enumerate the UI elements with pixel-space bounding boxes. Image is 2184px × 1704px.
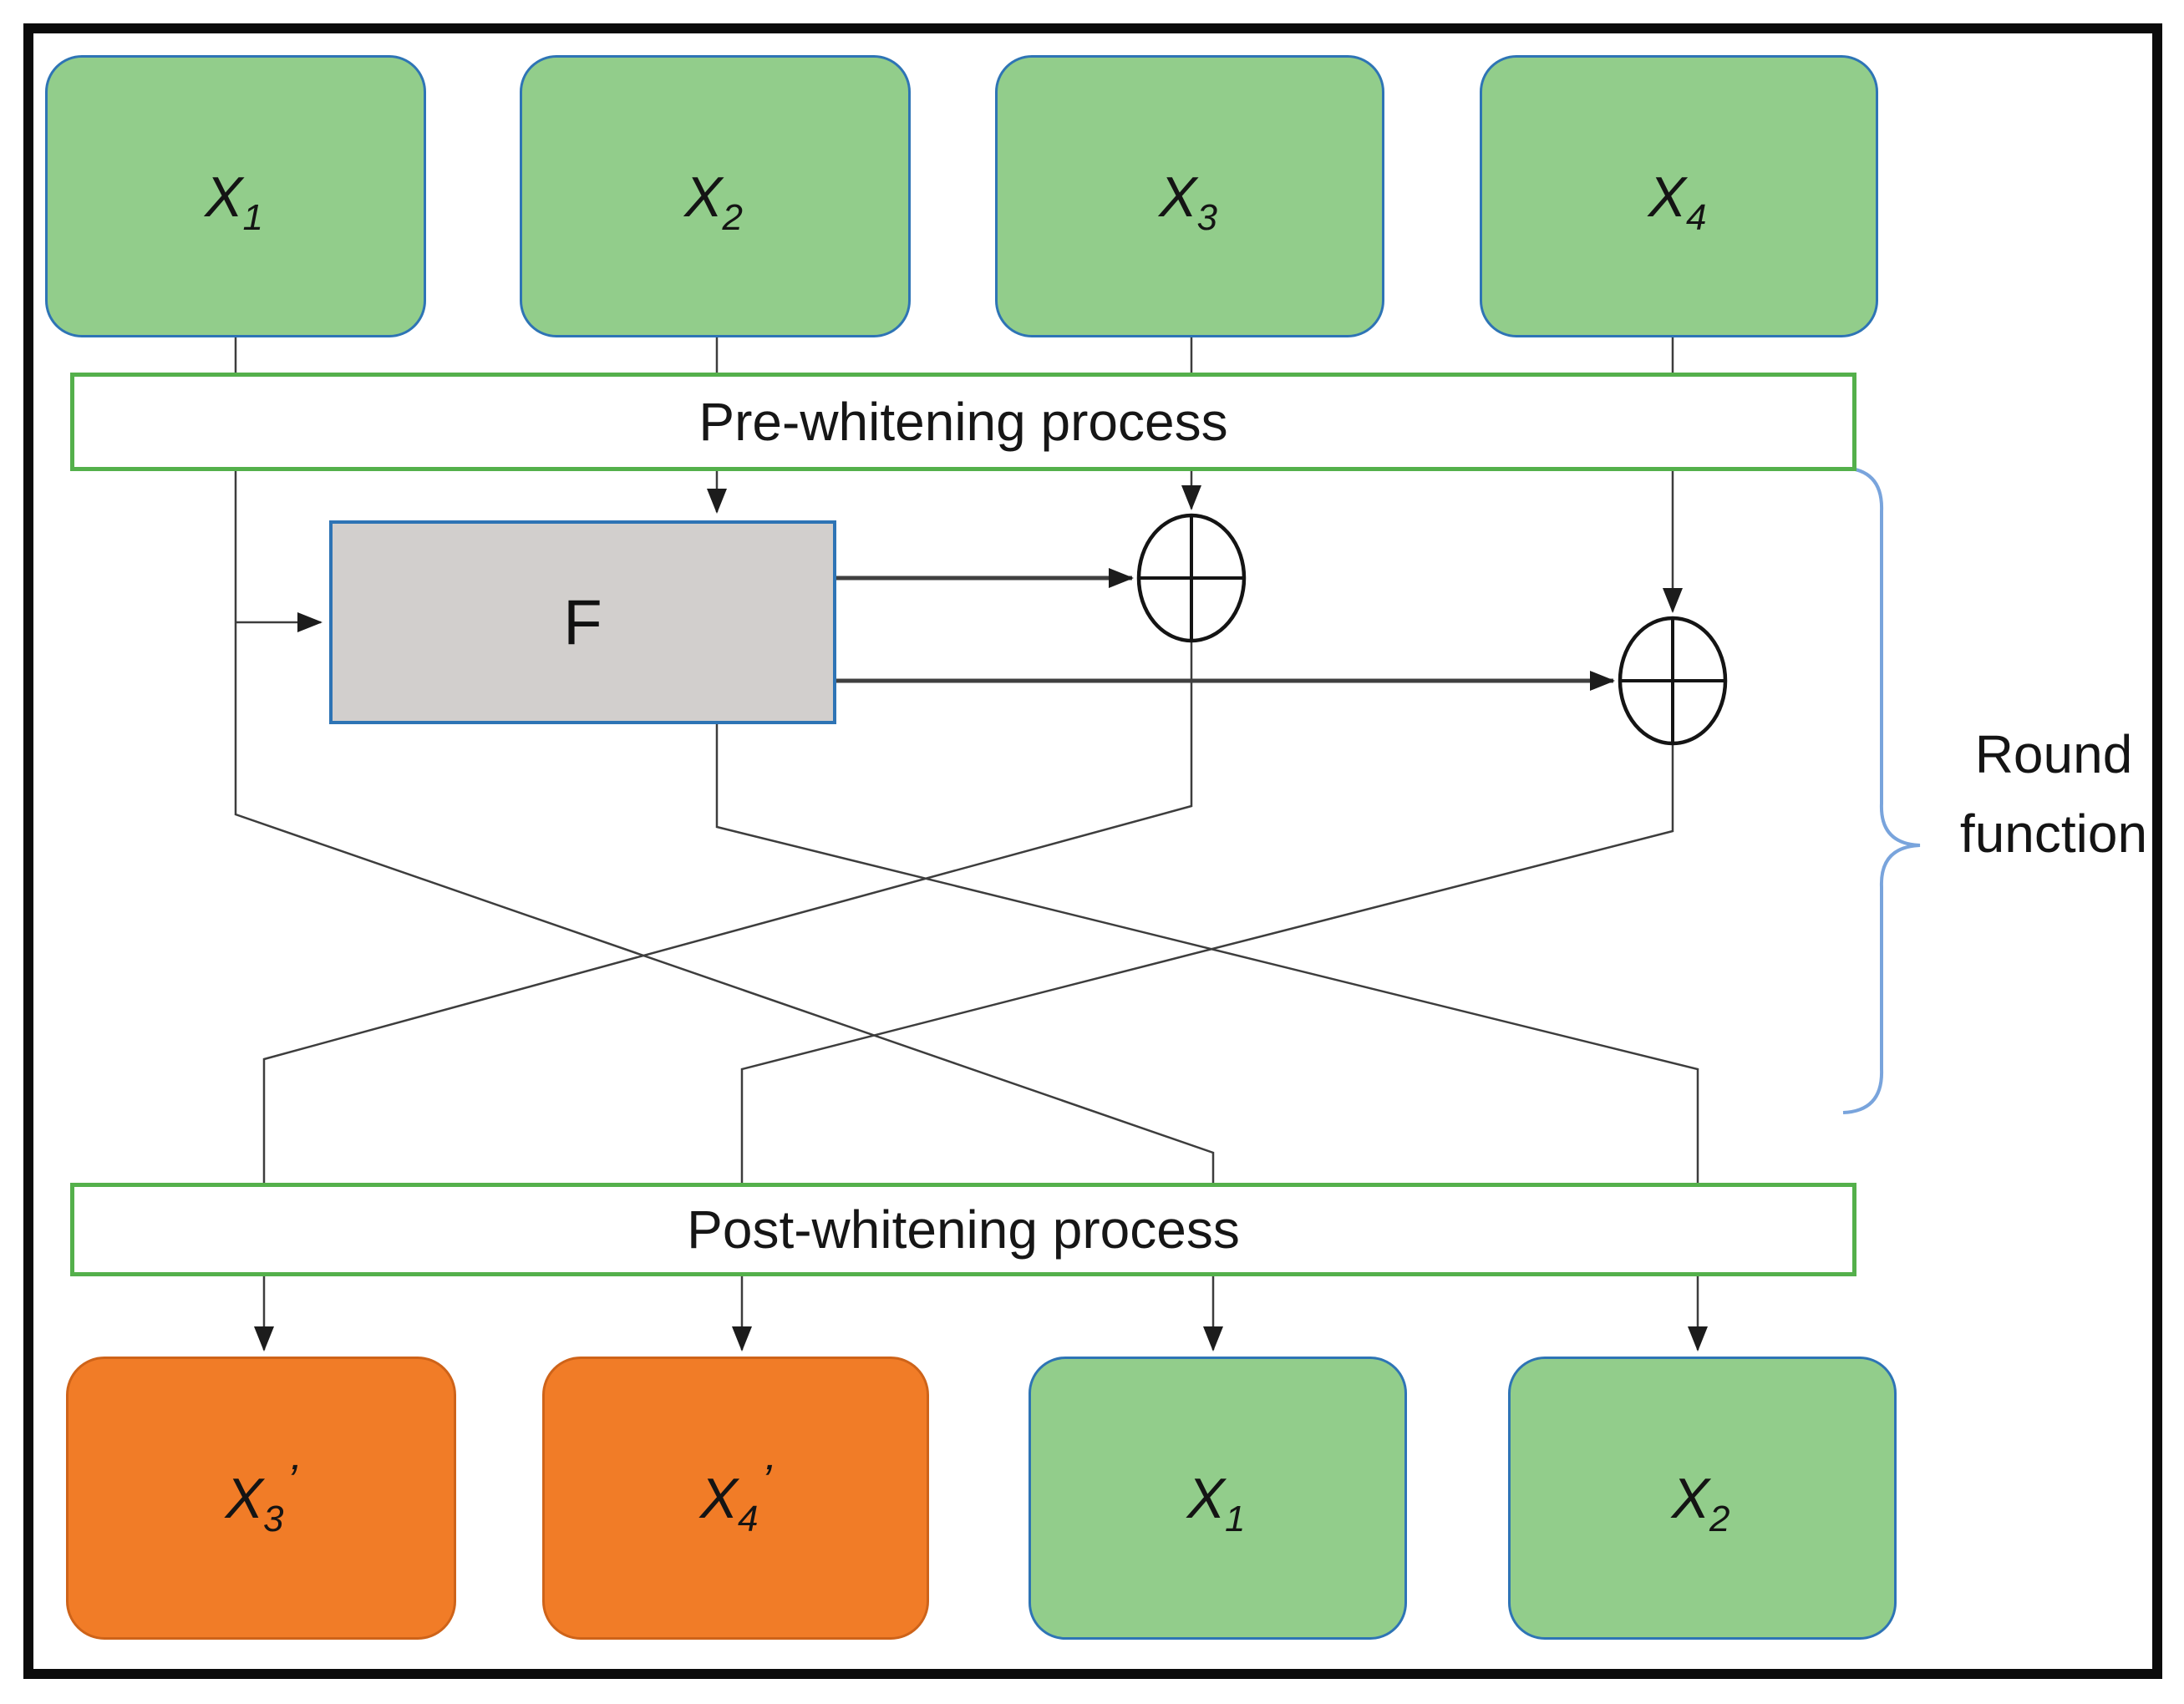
xor-icon-1 [1136, 513, 1247, 643]
round-function-annotation: Round function [1937, 715, 2171, 874]
wire-xor2-to-position2 [740, 743, 1674, 1184]
output-block-x4-prime: X4’ [542, 1357, 929, 1640]
input-block-x1-label: X1 [205, 165, 263, 238]
f-function-block: F [329, 520, 836, 724]
output-block-x4-prime-label: X4’ [699, 1456, 772, 1539]
post-whitening-label: Post-whitening process [687, 1199, 1240, 1260]
xor-icon-2 [1618, 616, 1728, 746]
output-block-x2: X2 [1508, 1357, 1897, 1640]
input-block-x4-label: X4 [1648, 165, 1707, 238]
input-block-x4: X4 [1480, 55, 1878, 337]
input-block-x3: X3 [995, 55, 1384, 337]
outer-frame [23, 23, 2162, 1679]
wire-x1-to-position3 [234, 337, 1215, 1184]
round-function-line1: Round [1974, 724, 2133, 784]
pre-whitening-bar: Pre-whitening process [70, 373, 1856, 471]
output-block-x3-prime: X3’ [66, 1357, 456, 1640]
input-block-x2-label: X2 [684, 165, 743, 238]
round-function-line2: function [1959, 804, 2148, 864]
input-block-x2: X2 [520, 55, 911, 337]
wire-xor1-to-position1 [262, 641, 1193, 1184]
curly-brace-icon [1842, 466, 1921, 1114]
f-function-label: F [563, 586, 602, 658]
wire-x2-to-position4 [715, 724, 1699, 1184]
input-block-x3-label: X3 [1159, 165, 1217, 238]
output-block-x2-label: X2 [1671, 1467, 1730, 1539]
input-block-x1: X1 [45, 55, 426, 337]
post-whitening-bar: Post-whitening process [70, 1183, 1856, 1276]
output-block-x3-prime-label: X3’ [225, 1456, 297, 1539]
output-block-x1: X1 [1029, 1357, 1407, 1640]
pre-whitening-label: Pre-whitening process [698, 392, 1228, 452]
output-block-x1-label: X1 [1186, 1467, 1246, 1539]
